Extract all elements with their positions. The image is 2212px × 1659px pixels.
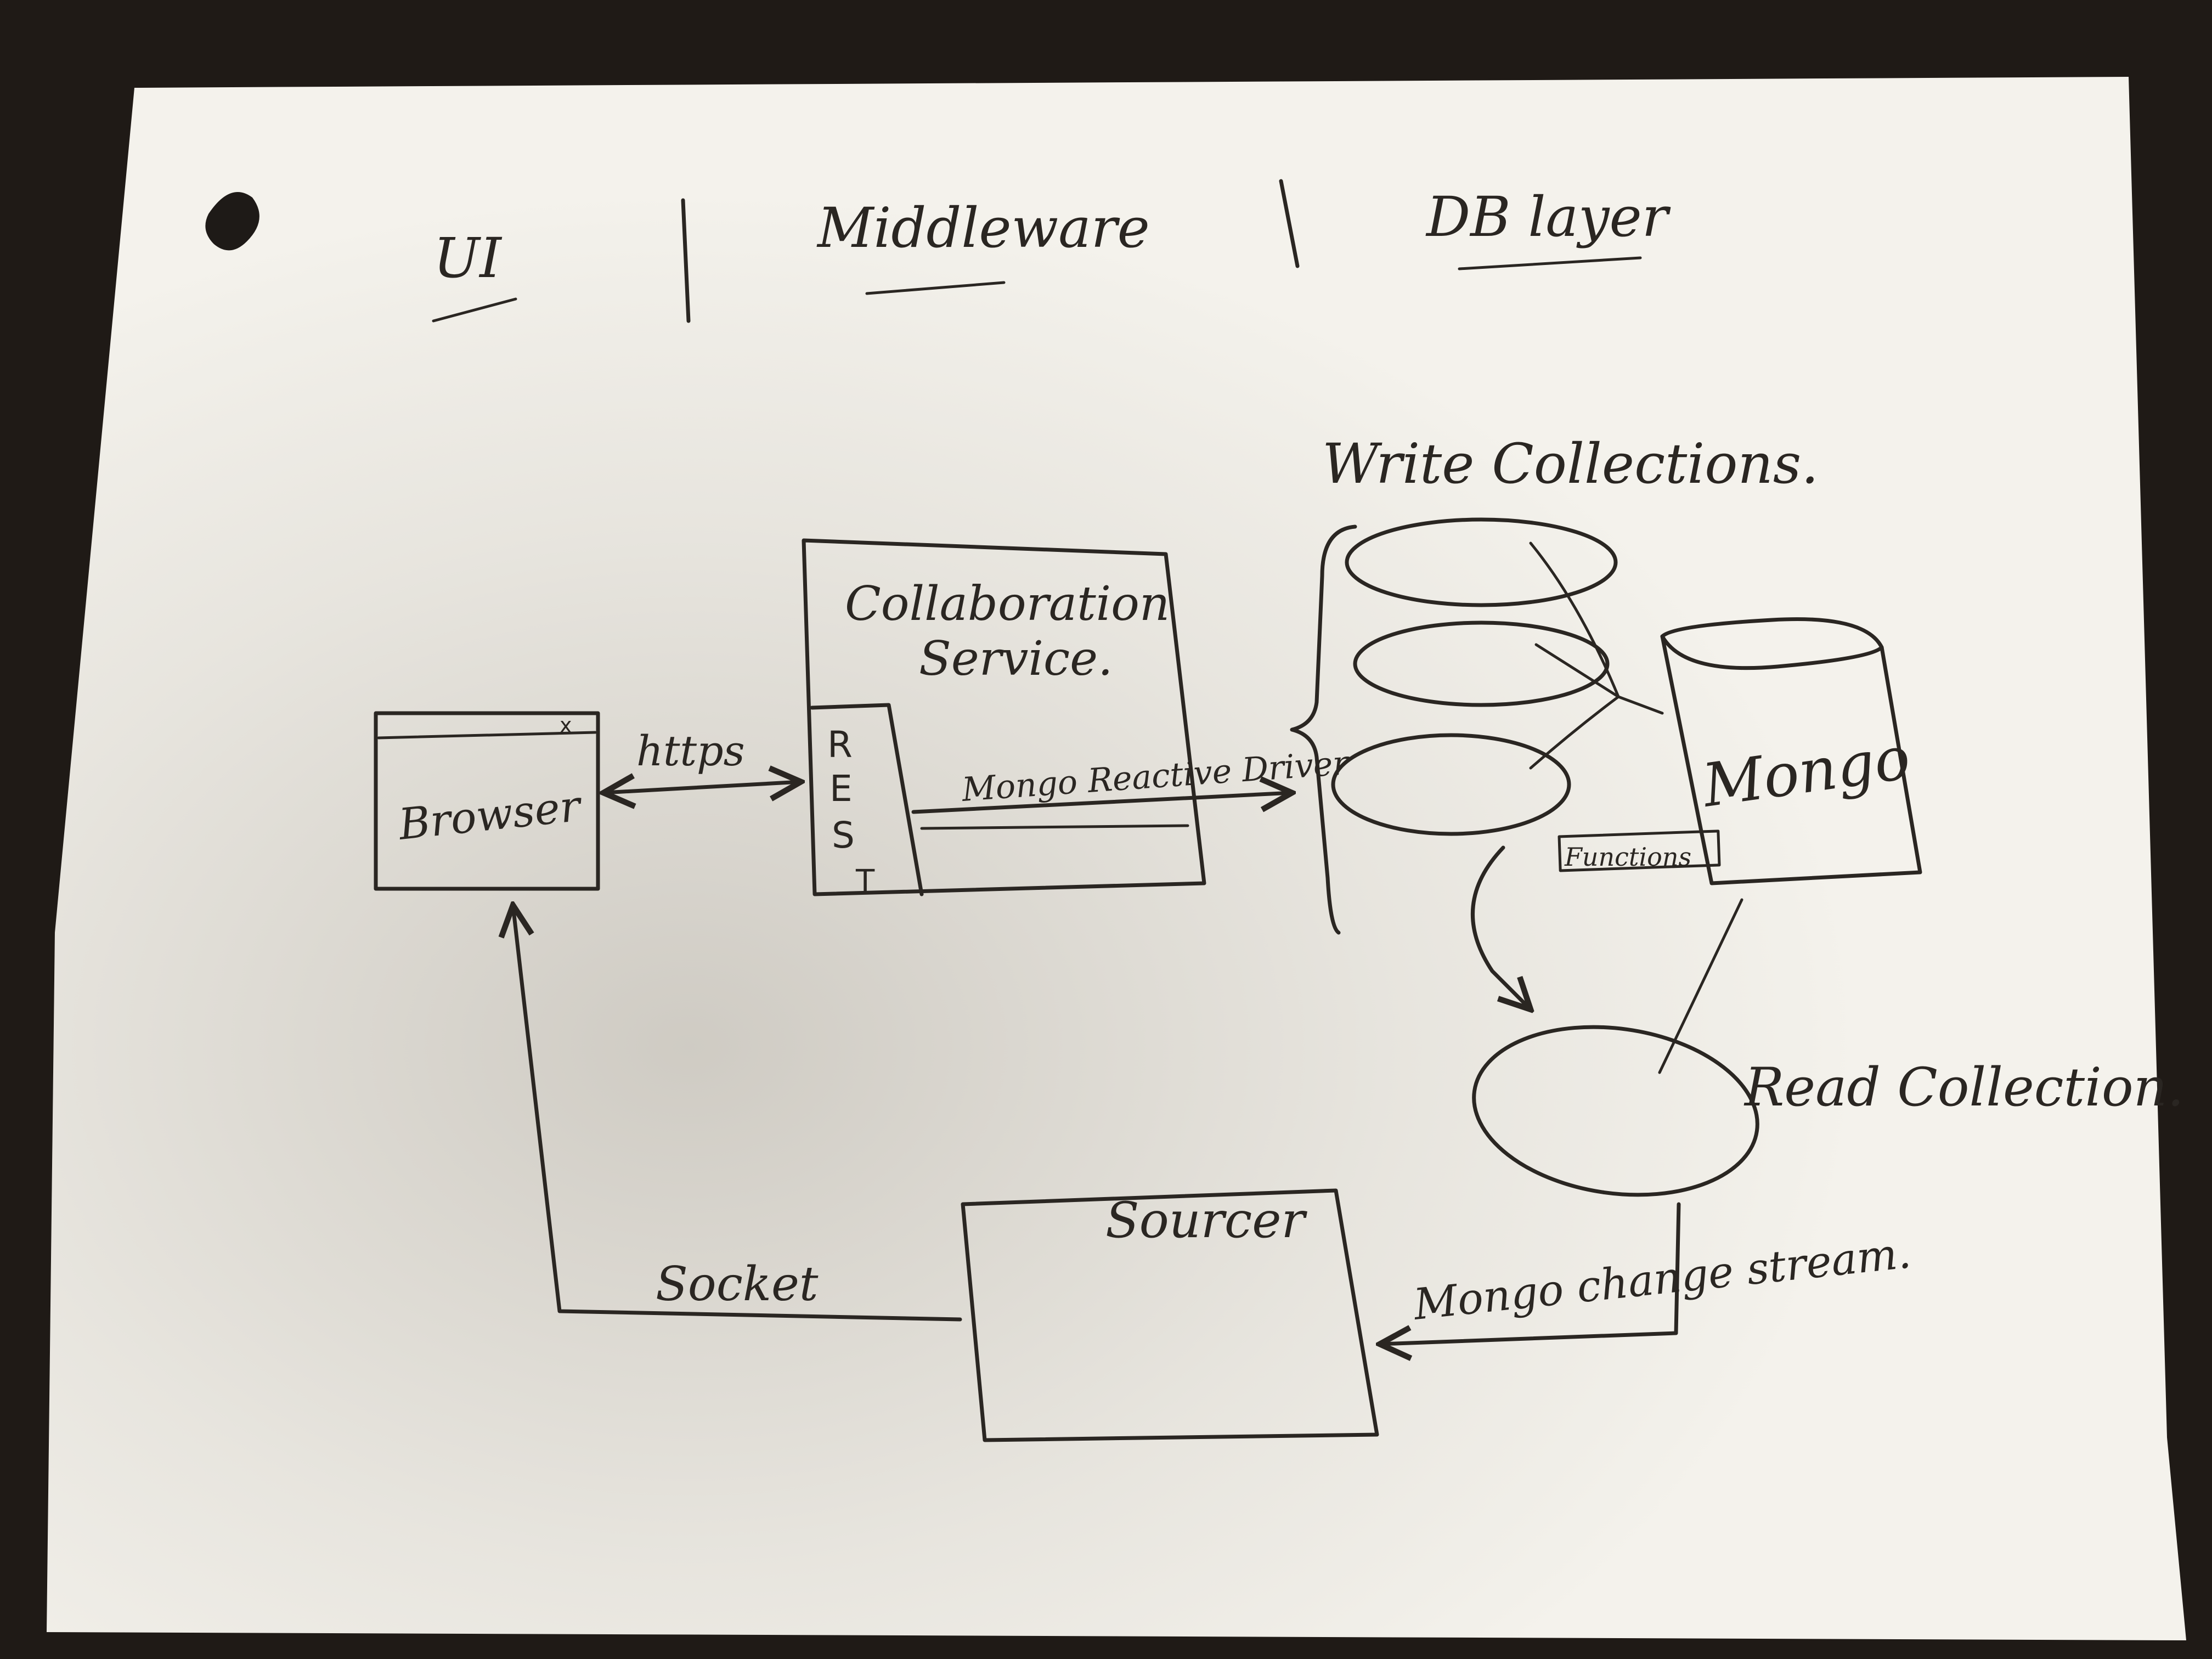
- read-collection-ellipse: [1472, 1025, 1759, 1197]
- layer-middleware-label: Middleware: [816, 196, 1150, 260]
- rest-strip: [810, 703, 924, 896]
- read-collection-label: Read Collection.: [1743, 1057, 2184, 1118]
- write-link-2: [1534, 643, 1620, 698]
- layer-divider-1: [681, 198, 691, 323]
- rest-letter-r: R: [827, 724, 853, 766]
- write-link-1: [1529, 541, 1620, 698]
- sourcer-node: Sourcer: [961, 1188, 1379, 1442]
- socket-edge: Socket: [513, 905, 962, 1322]
- rest-letter-s: S: [832, 814, 855, 856]
- layer-headings: UI Middleware DB layer: [432, 179, 1671, 323]
- functions-label: Functions: [1564, 842, 1691, 872]
- collaboration-service-label-line1: Collaboration: [845, 577, 1170, 631]
- write-collections-group: Write Collections.: [1290, 432, 1819, 935]
- collaboration-service-box: [802, 538, 1206, 896]
- collaboration-service-node: Collaboration Service. R E S T: [802, 538, 1206, 899]
- https-label: https: [636, 726, 745, 775]
- read-collection-group: Read Collection.: [1472, 898, 2184, 1197]
- functions-box: [1558, 830, 1721, 872]
- socket-arrow: [513, 905, 962, 1322]
- mongo-cylinder-body: [1660, 634, 1922, 885]
- mongo-cylinder-top: [1660, 617, 1884, 670]
- https-edge: https: [603, 726, 801, 793]
- collaboration-service-label-line2: Service.: [919, 631, 1113, 686]
- https-arrow: [603, 782, 801, 793]
- mongo-change-stream-arrow: [1380, 1202, 1681, 1344]
- mongo-to-read-link: [1658, 898, 1743, 1074]
- browser-box: [374, 711, 600, 891]
- mongo-reactive-driver-underline: [920, 824, 1189, 830]
- rest-letter-e: E: [830, 768, 853, 810]
- rest-letter-t: T: [855, 864, 875, 899]
- browser-title-bar: [377, 731, 597, 740]
- layer-db-underline: [1458, 256, 1642, 270]
- browser-close-icon: x: [560, 713, 572, 737]
- sourcer-box: [961, 1188, 1379, 1442]
- write-collection-3: [1331, 733, 1571, 836]
- layer-middleware-underline: [865, 281, 1006, 295]
- sourcer-label: Sourcer: [1105, 1192, 1307, 1249]
- write-collections-label: Write Collections.: [1322, 432, 1819, 496]
- write-link-hub: [1617, 695, 1664, 715]
- layer-db-label: DB layer: [1425, 185, 1671, 249]
- write-collection-1: [1345, 517, 1618, 607]
- layer-ui-label: UI: [433, 226, 503, 290]
- write-collections-brace: [1290, 524, 1357, 935]
- layer-divider-2: [1279, 179, 1300, 268]
- functions-to-read-arrow: [1471, 845, 1531, 1009]
- socket-label: Socket: [656, 1257, 819, 1312]
- layer-ui-underline: [432, 297, 517, 323]
- write-link-3: [1529, 695, 1620, 770]
- write-collection-2: [1353, 620, 1610, 707]
- paper-shadow: [47, 77, 2186, 1640]
- mongo-reactive-driver-arrow: [911, 793, 1292, 814]
- ink-blot: [205, 192, 259, 251]
